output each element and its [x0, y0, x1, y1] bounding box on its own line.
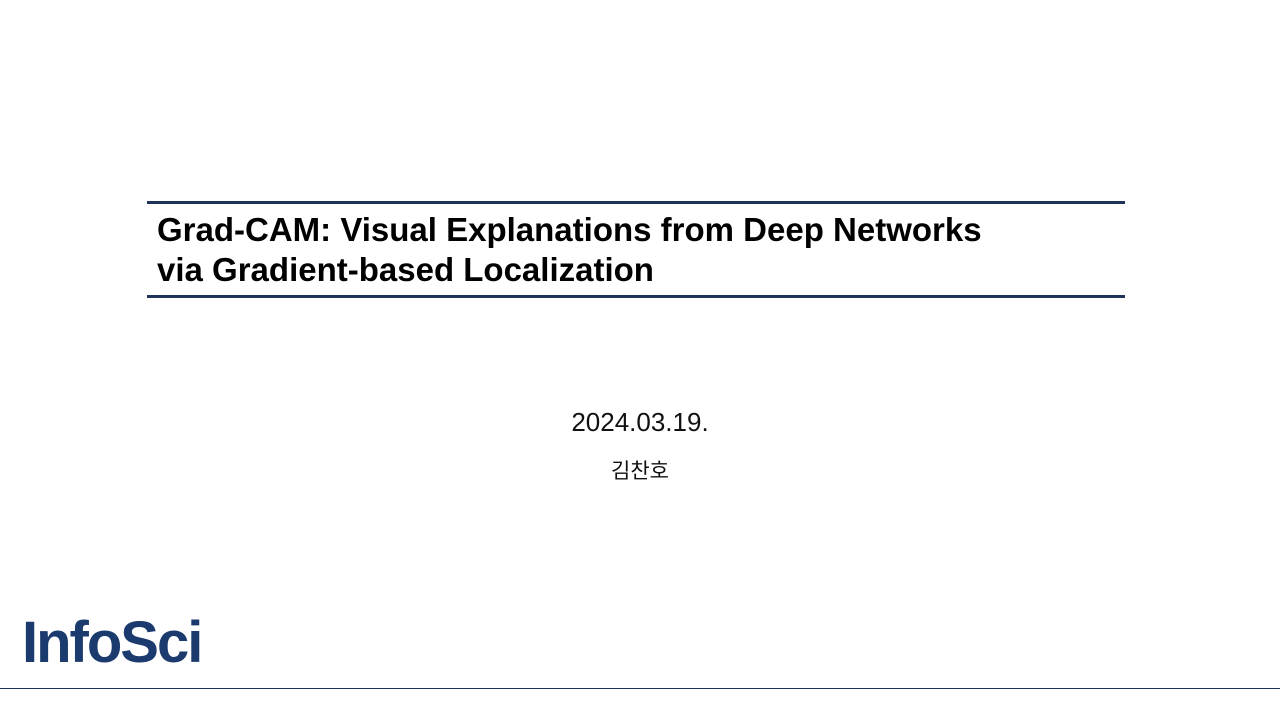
presenter-name: 김찬호 [611, 459, 669, 483]
title-bottom-rule [147, 295, 1125, 298]
footer-divider [0, 688, 1280, 689]
title-top-rule [147, 201, 1125, 204]
presentation-date: 2024.03.19. [571, 407, 709, 437]
slide-title: Grad-CAM: Visual Explanations from Deep … [157, 210, 1117, 290]
slide-title-line-2: via Gradient-based Localization [157, 251, 654, 288]
infosci-logo: InfoSci [22, 610, 203, 675]
slide-title-line-1: Grad-CAM: Visual Explanations from Deep … [157, 211, 982, 248]
